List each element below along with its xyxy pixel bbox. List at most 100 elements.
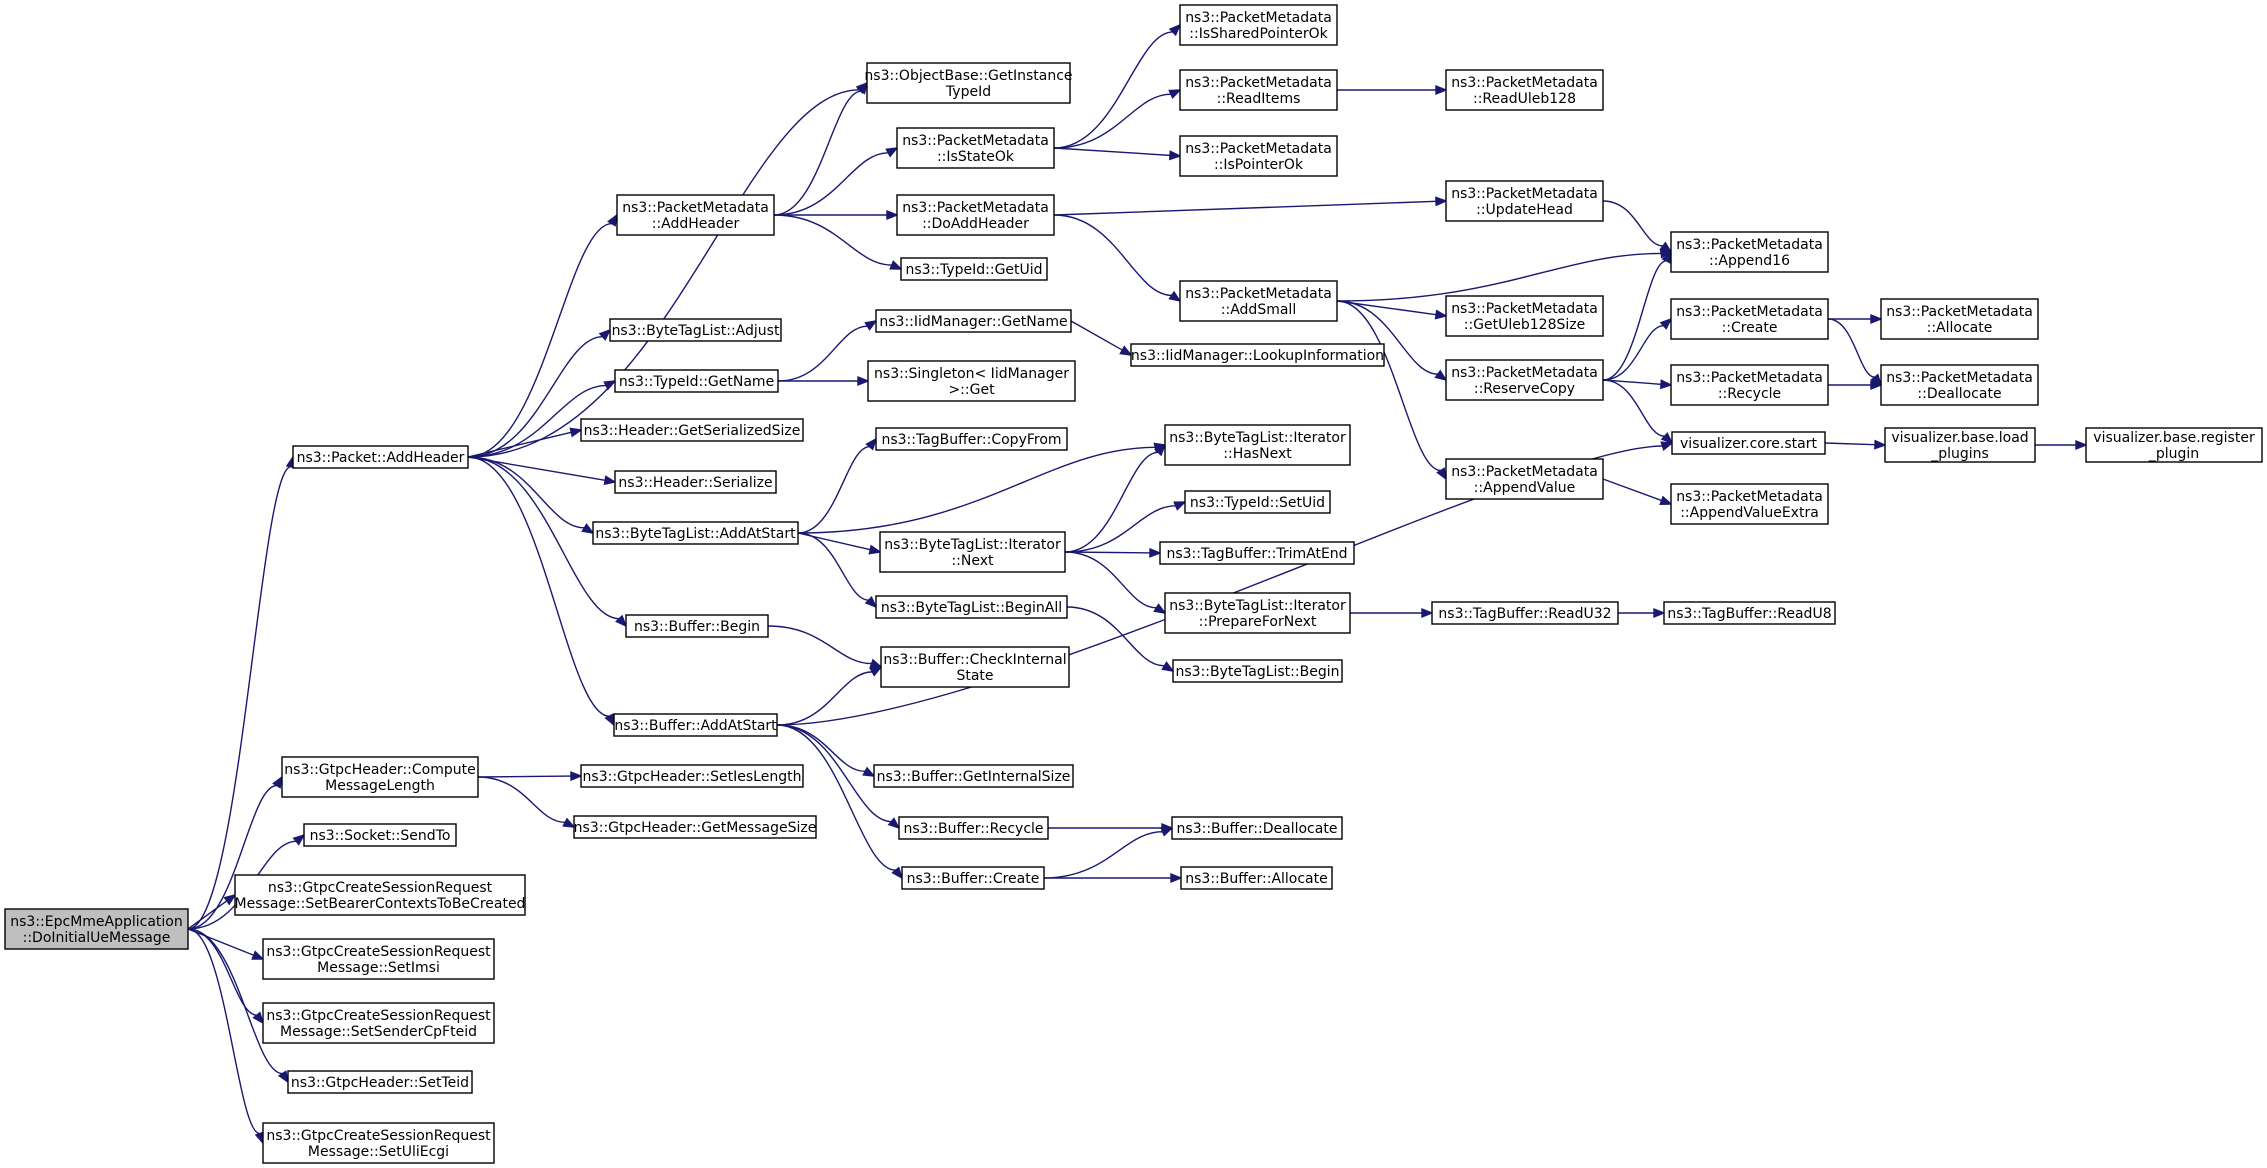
node-header-ser[interactable]: ns3::Header::Serialize (614, 470, 777, 494)
edge-root-to-pkt-addheader (187, 455, 296, 930)
node-btl-iter-next[interactable]: ns3::ByteTagList::Iterator::Next (879, 531, 1066, 573)
node-label: ns3::Socket::SendTo (310, 828, 451, 844)
node-label: ::Recycle (1718, 386, 1781, 402)
node-root[interactable]: ns3::EpcMmeApplication::DoInitialUeMessa… (4, 908, 189, 950)
node-gtpc-getmsgsize[interactable]: ns3::GtpcHeader::GetMessageSize (573, 815, 817, 839)
node-pm-readitems[interactable]: ns3::PacketMetadata::ReadItems (1179, 69, 1338, 111)
node-pm-addsmall[interactable]: ns3::PacketMetadata::AddSmall (1179, 280, 1338, 322)
node-vis-base-load[interactable]: visualizer.base.load_plugins (1884, 427, 2036, 463)
node-pm-doaddheader[interactable]: ns3::PacketMetadata::DoAddHeader (896, 194, 1055, 236)
node-label: ns3::Buffer::Allocate (1185, 871, 1328, 887)
node-label: ns3::PacketMetadata (1451, 301, 1598, 317)
node-pm-appendvalueextra[interactable]: ns3::PacketMetadata::AppendValueExtra (1670, 483, 1829, 525)
node-pm-isptrok[interactable]: ns3::PacketMetadata::IsPointerOk (1179, 135, 1338, 177)
node-typeid-getuid[interactable]: ns3::TypeId::GetUid (900, 257, 1048, 281)
node-box (281, 756, 479, 798)
node-tagbuf-readu8[interactable]: ns3::TagBuffer::ReadU8 (1663, 601, 1836, 625)
node-label: State (956, 668, 993, 684)
node-label: ns3::TagBuffer::ReadU32 (1438, 606, 1611, 622)
edge-buffer-addatstart-to-buffer-recycle (776, 724, 901, 830)
node-tagbuf-readu32[interactable]: ns3::TagBuffer::ReadU32 (1431, 601, 1619, 625)
node-box (616, 194, 775, 236)
edge-vis-base-load-to-vis-base-register (2035, 439, 2088, 451)
node-pm-allocate[interactable]: ns3::PacketMetadata::Allocate (1880, 298, 2039, 340)
edge-pm-addheader-to-objbase-gettypeid (773, 81, 869, 216)
node-pm-addheader[interactable]: ns3::PacketMetadata::AddHeader (616, 194, 775, 236)
node-btl-iter-prepare[interactable]: ns3::ByteTagList::Iterator::PrepareForNe… (1164, 592, 1351, 634)
edge-pm-create-to-pm-deallocate (1827, 318, 1883, 387)
node-vis-base-register[interactable]: visualizer.base.register_plugin (2085, 427, 2263, 463)
node-btl-begin[interactable]: ns3::ByteTagList::Begin (1172, 659, 1343, 683)
node-label: Message::SetUliEcgi (308, 1144, 449, 1160)
node-tagbuf-trimatend[interactable]: ns3::TagBuffer::TrimAtEnd (1159, 541, 1355, 565)
edge-btl-iter-next-to-btl-iter-prepare (1064, 551, 1167, 614)
node-buffer-create[interactable]: ns3::Buffer::Create (901, 866, 1045, 890)
node-label: ns3::Header::GetSerializedSize (584, 423, 801, 439)
node-setsender[interactable]: ns3::GtpcCreateSessionRequestMessage::Se… (262, 1002, 495, 1044)
node-header-getser[interactable]: ns3::Header::GetSerializedSize (580, 418, 804, 442)
node-iid-getname[interactable]: ns3::IidManager::GetName (875, 309, 1072, 333)
node-btl-iter-hasnext[interactable]: ns3::ByteTagList::Iterator::HasNext (1164, 424, 1351, 466)
node-pkt-addheader[interactable]: ns3::Packet::AddHeader (292, 445, 469, 469)
node-label: TypeId (945, 84, 991, 100)
node-setbearer[interactable]: ns3::GtpcCreateSessionRequestMessage::Se… (234, 874, 526, 916)
node-typeid-getname[interactable]: ns3::TypeId::GetName (614, 369, 779, 393)
edge-pkt-addheader-to-buffer-begin (467, 456, 628, 628)
edge-typeid-getname-to-singleton-get (778, 375, 870, 387)
node-gtpc-setieslen[interactable]: ns3::GtpcHeader::SetIesLength (580, 764, 804, 788)
node-pm-reservecopy[interactable]: ns3::PacketMetadata::ReserveCopy (1445, 359, 1604, 401)
node-box (896, 194, 1055, 236)
node-btl-beginall[interactable]: ns3::ByteTagList::BeginAll (875, 595, 1068, 619)
node-label: ns3::Buffer::Deallocate (1177, 821, 1338, 837)
node-pm-append16[interactable]: ns3::PacketMetadata::Append16 (1670, 231, 1829, 273)
node-vis-core-start[interactable]: visualizer.core.start (1671, 431, 1826, 455)
node-label: ns3::ByteTagList::Begin (1176, 664, 1340, 680)
node-label: ns3::PacketMetadata (1451, 186, 1598, 202)
node-pm-deallocate[interactable]: ns3::PacketMetadata::Deallocate (1880, 364, 2039, 406)
node-pm-getuleb128size[interactable]: ns3::PacketMetadata::GetUleb128Size (1445, 295, 1604, 337)
node-pm-isstateok[interactable]: ns3::PacketMetadata::IsStateOk (896, 127, 1055, 169)
node-singleton-get[interactable]: ns3::Singleton< IidManager>::Get (867, 360, 1076, 402)
node-setimsi[interactable]: ns3::GtpcCreateSessionRequestMessage::Se… (262, 938, 495, 980)
node-box (1670, 231, 1829, 273)
node-iid-lookupinfo[interactable]: ns3::IidManager::LookupInformation (1130, 343, 1385, 367)
node-buffer-allocate[interactable]: ns3::Buffer::Allocate (1180, 866, 1333, 890)
node-pm-recycle[interactable]: ns3::PacketMetadata::Recycle (1670, 364, 1829, 406)
node-pm-readuleb128[interactable]: ns3::PacketMetadata::ReadUleb128 (1445, 69, 1604, 111)
edge-root-to-setbearer (187, 893, 237, 930)
node-box (879, 531, 1066, 573)
node-setuliecgi[interactable]: ns3::GtpcCreateSessionRequestMessage::Se… (262, 1122, 495, 1164)
node-buffer-deallocate[interactable]: ns3::Buffer::Deallocate (1171, 816, 1343, 840)
edge-pm-updatehead-to-pm-append16 (1602, 200, 1673, 254)
node-setteid[interactable]: ns3::GtpcHeader::SetTeid (287, 1070, 473, 1094)
node-label: ns3::ByteTagList::Iterator (1169, 598, 1346, 614)
node-btl-addatstart[interactable]: ns3::ByteTagList::AddAtStart (592, 521, 799, 545)
node-pm-issharedptrok[interactable]: ns3::PacketMetadata::IsSharedPointerOk (1179, 4, 1338, 46)
node-socket-sendto[interactable]: ns3::Socket::SendTo (303, 823, 457, 847)
node-pm-appendvalue[interactable]: ns3::PacketMetadata::AppendValue (1445, 458, 1604, 500)
node-box (262, 938, 495, 980)
node-buffer-recycle[interactable]: ns3::Buffer::Recycle (898, 816, 1049, 840)
node-btl-adjust[interactable]: ns3::ByteTagList::Adjust (609, 318, 782, 342)
node-label: ns3::Buffer::Begin (634, 619, 760, 635)
node-pm-create[interactable]: ns3::PacketMetadata::Create (1670, 298, 1829, 340)
edge-pm-isstateok-to-pm-readitems (1053, 89, 1182, 149)
node-label: ::DoAddHeader (922, 216, 1029, 232)
node-buffer-addatstart[interactable]: ns3::Buffer::AddAtStart (613, 713, 778, 737)
edge-btl-addatstart-to-btl-beginall (797, 532, 878, 609)
node-label: ::IsStateOk (937, 149, 1015, 165)
node-label: ns3::PacketMetadata (1676, 237, 1823, 253)
edge-pm-doaddheader-to-pm-addsmall (1053, 214, 1182, 303)
node-label: ::ReadUleb128 (1473, 91, 1576, 107)
node-typeid-setuid[interactable]: ns3::TypeId::SetUid (1184, 490, 1331, 514)
node-buffer-getinternalsize[interactable]: ns3::Buffer::GetInternalSize (873, 764, 1074, 788)
node-box (1431, 601, 1619, 625)
node-buffer-begin[interactable]: ns3::Buffer::Begin (625, 614, 769, 638)
node-box (2085, 427, 2263, 463)
node-pm-updatehead[interactable]: ns3::PacketMetadata::UpdateHead (1445, 180, 1604, 222)
node-label: ns3::PacketMetadata (902, 133, 1049, 149)
node-tagbuf-copyfrom[interactable]: ns3::TagBuffer::CopyFrom (875, 427, 1068, 451)
